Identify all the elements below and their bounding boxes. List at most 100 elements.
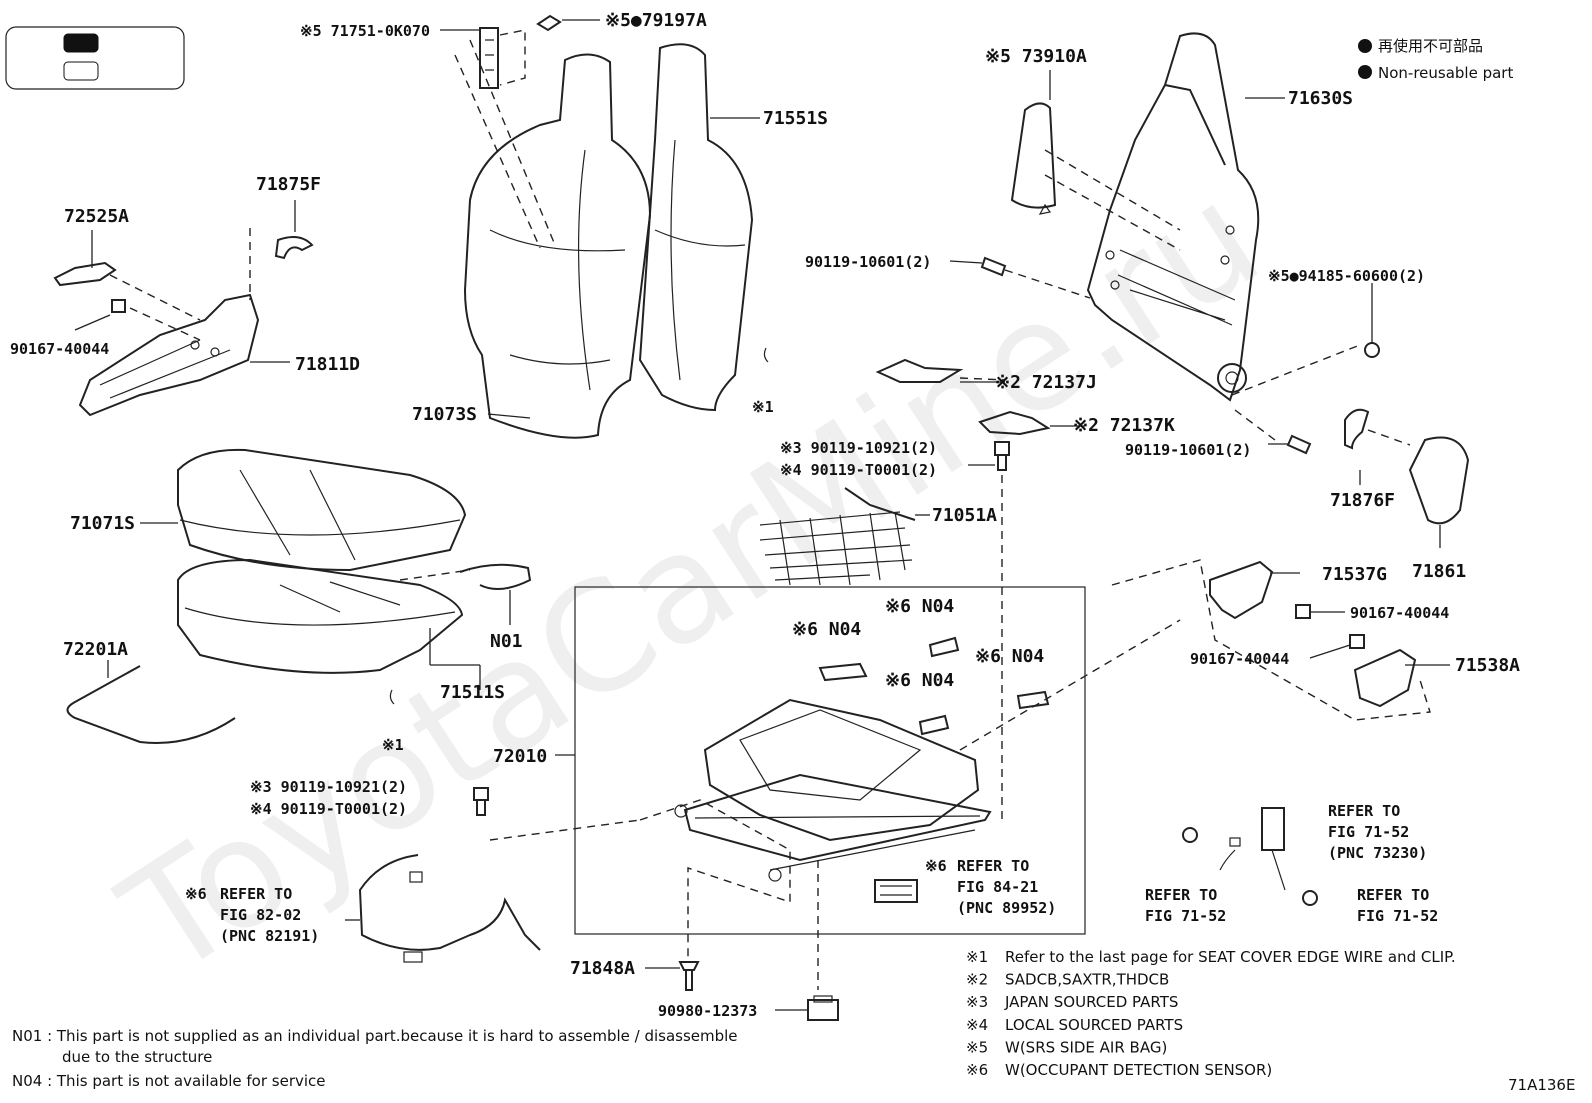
- footnote-mark: ※4: [966, 1016, 988, 1034]
- nut-94185: [1364, 342, 1380, 358]
- refer-ecu-1: REFER TO: [957, 857, 1029, 875]
- label-90167-a: 90167-40044: [10, 340, 109, 358]
- label-71538a: 71538A: [1455, 655, 1520, 676]
- label-n04-2: ※6 N04: [885, 596, 954, 617]
- bolt-90119-10601-a: [980, 256, 1007, 277]
- leader-dash: [959, 619, 1181, 751]
- screw-90167-40044-c: [1349, 634, 1365, 649]
- label-72525a: 72525A: [64, 206, 129, 227]
- label-n04-4: ※6 N04: [975, 646, 1044, 667]
- adjuster-box: [574, 586, 1086, 935]
- refer-ecu-3: (PNC 89952): [957, 899, 1056, 917]
- label-79197a: ※5●79197A: [605, 10, 707, 31]
- screw-90167-40044-b: [1295, 604, 1311, 619]
- seatback-cover-71073s: [463, 53, 652, 439]
- leader-dash: [454, 54, 541, 249]
- leader-lines: [74, 29, 1450, 1011]
- label-n04-1: ※6 N04: [792, 619, 861, 640]
- leader-dash: [1231, 344, 1361, 396]
- seat-adjuster-72010: [674, 698, 992, 882]
- label-90167-c: 90167-40044: [1190, 650, 1289, 668]
- sensor-n04-2: [928, 636, 960, 658]
- armrest-71811d: [78, 293, 260, 417]
- refer-harness-1: REFER TO: [220, 885, 292, 903]
- label-n04-3: ※6 N04: [885, 670, 954, 691]
- cushion-pad-71511s: [177, 558, 464, 674]
- label-90119-10921-bottom: ※3 90119-10921(2): [250, 778, 407, 796]
- cover-72525a: [53, 261, 117, 287]
- label-71811d: 71811D: [295, 354, 360, 375]
- note-n01-line1: N01 : This part is not supplied as an in…: [12, 1027, 738, 1045]
- shield-71861: [1408, 436, 1470, 525]
- footnote-mark: ※5: [966, 1038, 988, 1056]
- refer-nut-2: FIG 71-52: [1357, 907, 1438, 925]
- note-n04: N04 : This part is not available for ser…: [12, 1072, 326, 1090]
- cover-71876f: [1344, 408, 1370, 450]
- leader-dash: [1234, 409, 1276, 441]
- sensor-n04-4: [1016, 690, 1050, 710]
- label-note1-b: ※1: [752, 398, 774, 416]
- label-71551s: 71551S: [763, 108, 828, 129]
- label-note1-a: ※1: [382, 736, 404, 754]
- leader-dash: [1111, 559, 1431, 721]
- label-71875f: 71875F: [256, 174, 321, 195]
- footnote-text: Refer to the last page for SEAT COVER ED…: [1005, 948, 1456, 966]
- refer-buckle-3: (PNC 73230): [1328, 844, 1427, 862]
- shield-71538a: [1353, 648, 1417, 708]
- legend-en: Non-reusable part: [1378, 64, 1513, 82]
- bracket-72137j: [875, 358, 964, 383]
- connector-90980-12373: [807, 995, 839, 1021]
- seatback-pad-71551s: [638, 43, 754, 412]
- label-71537g: 71537G: [1322, 564, 1387, 585]
- sensor-n04-3: [918, 714, 950, 736]
- refer-buckle-2: FIG 71-52: [1328, 823, 1409, 841]
- bracket-72137k: [978, 410, 1051, 436]
- clip-icon: [389, 689, 395, 705]
- label-71073s: 71073S: [412, 404, 477, 425]
- leader-dash: [959, 377, 1006, 381]
- label-71511s: 71511S: [440, 682, 505, 703]
- footnote-text: LOCAL SOURCED PARTS: [1005, 1016, 1183, 1034]
- bullet-icon: [1358, 65, 1372, 79]
- label-72010: 72010: [493, 746, 547, 767]
- sensor-n04-1: [818, 662, 868, 682]
- leader-dash: [469, 39, 556, 246]
- filled-swatch: [63, 33, 99, 53]
- label-90119-10921-top: ※3 90119-10921(2): [780, 439, 937, 457]
- label-71751: ※5 71751-0K070: [300, 22, 430, 40]
- label-71876f: 71876F: [1330, 490, 1395, 511]
- label-72137k: ※2 72137K: [1073, 415, 1175, 436]
- leader-dash: [399, 569, 471, 581]
- color-legend-box: [5, 26, 185, 90]
- non-reusable-legend: 再使用不可部品 Non-reusable part: [1358, 37, 1513, 82]
- label-90167-b: 90167-40044: [1350, 604, 1449, 622]
- leader-dash: [109, 274, 201, 321]
- seatback-frame-71630s: [1086, 32, 1260, 402]
- label-71861: 71861: [1412, 561, 1466, 582]
- label-90980: 90980-12373: [658, 1002, 757, 1020]
- label-90119-t0001-bottom: ※4 90119-T0001(2): [250, 800, 407, 818]
- legend-jp: 再使用不可部品: [1378, 37, 1483, 55]
- watermark-text: ToyotaCarMine.ru: [94, 151, 1289, 1011]
- refer-harness-3: (PNC 82191): [220, 927, 319, 945]
- bolt-90119-10601-b: [1286, 434, 1312, 455]
- leader-dash: [1004, 269, 1091, 299]
- label-72201a: 72201A: [63, 639, 128, 660]
- footnote-mark: ※2: [966, 971, 988, 989]
- label-94185: ※5●94185-60600(2): [1268, 267, 1425, 285]
- leader-dash: [1044, 174, 1181, 251]
- cover-71875f: [274, 235, 314, 260]
- label-90119-10601-a: 90119-10601(2): [805, 253, 931, 271]
- leader-dash: [129, 307, 201, 341]
- clip-icon: [763, 347, 769, 363]
- label-71071s: 71071S: [70, 513, 135, 534]
- cushion-cover-71071s: [177, 448, 467, 572]
- figure-id: 71A136E: [1508, 1076, 1575, 1094]
- edge-wire-72201a: [66, 665, 236, 744]
- footnote-mark: ※3: [966, 993, 988, 1011]
- shield-71537g: [1209, 560, 1274, 620]
- label-71630s: 71630S: [1288, 88, 1353, 109]
